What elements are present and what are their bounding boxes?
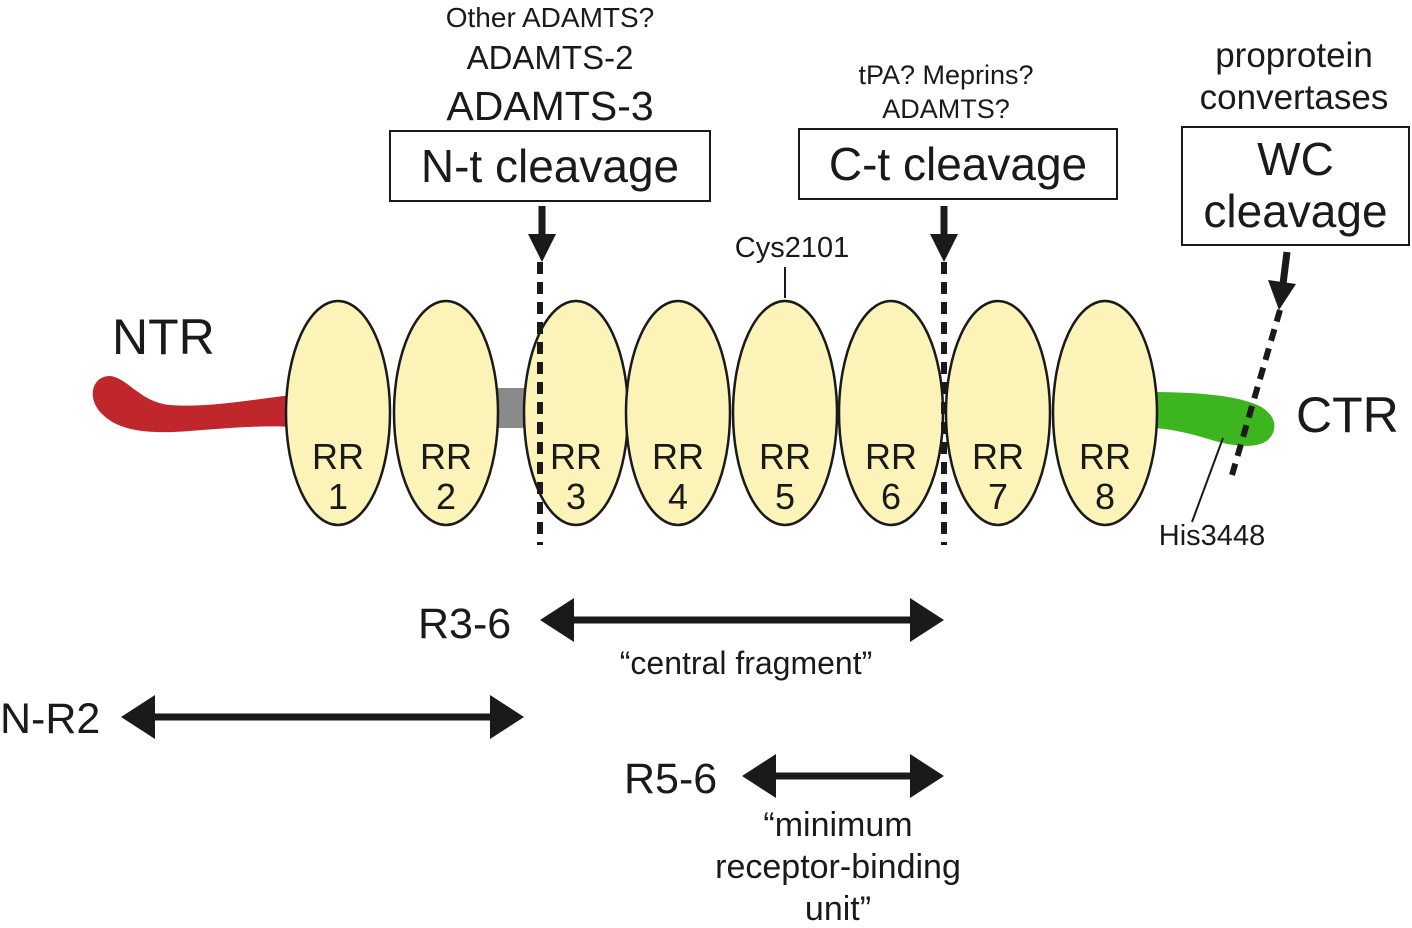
his3448-label: His3448	[1158, 520, 1266, 552]
repeat-label-line1: RR	[312, 436, 364, 477]
repeat-label-number: 6	[880, 475, 902, 517]
r56-label: R5-6	[624, 755, 718, 803]
repeat-label-line1: RR	[550, 436, 602, 477]
r56-note-line3: unit”	[804, 890, 872, 928]
wc-arrow	[1268, 251, 1296, 310]
r56-note-line2: receptor-binding	[715, 848, 961, 886]
ctr-domain	[1150, 392, 1275, 446]
wc-cleavage-line2: cleavage	[1203, 185, 1388, 237]
repeat-ellipse-1	[284, 299, 392, 527]
repeat-label-line1: RR	[759, 436, 811, 477]
repeat-label-number: 2	[435, 475, 457, 517]
repeat-ellipse-5	[731, 299, 839, 527]
repeat-label-number: 7	[987, 475, 1009, 517]
wc-cleavage-line1: WC	[1257, 133, 1334, 186]
wc-enzyme-2: convertases	[1199, 78, 1389, 117]
nterm-enzyme-3: ADAMTS-3	[446, 83, 654, 129]
repeat-label-line1: RR	[972, 436, 1024, 477]
ntr-label: NTR	[112, 309, 215, 365]
repeat-label-line1: RR	[652, 436, 704, 477]
repeat-ellipse-8	[1051, 299, 1159, 527]
repeat-ellipse-4	[624, 299, 732, 527]
r36-arrow	[540, 598, 944, 642]
wc-enzyme-1: proprotein	[1215, 36, 1373, 75]
ntr-domain	[92, 376, 292, 433]
r36-note: “central fragment”	[619, 645, 873, 681]
r56-note-line1: “minimum	[763, 806, 913, 844]
wc-cleavage-box: WC cleavage	[1181, 126, 1410, 246]
repeat-label-number: 1	[327, 475, 349, 517]
cterm-cleavage-box: C-t cleavage	[798, 128, 1118, 200]
repeat-label-number: 3	[565, 475, 587, 517]
nterm-cleavage-box: N-t cleavage	[389, 130, 711, 202]
repeat-label-number: 8	[1094, 475, 1116, 517]
repeat-label-line1: RR	[865, 436, 917, 477]
nterm-arrow	[528, 206, 556, 262]
cterm-cleavage-label: C-t cleavage	[828, 138, 1088, 190]
nr2-arrow	[121, 695, 524, 739]
nterm-enzyme-2: ADAMTS-2	[466, 39, 634, 76]
repeat-label-number: 4	[667, 475, 689, 517]
r56-arrow	[742, 754, 944, 798]
nterm-cleavage-label: N-t cleavage	[420, 140, 680, 192]
his-tick	[1191, 437, 1224, 523]
cys2101-label: Cys2101	[734, 232, 850, 264]
wc-cleavage-line	[1229, 309, 1283, 476]
nterm-enzyme-1: Other ADAMTS?	[445, 2, 655, 33]
cterm-arrow	[930, 206, 958, 262]
repeat-label-number: 5	[774, 475, 796, 517]
repeat-ellipse-2	[392, 299, 500, 527]
cterm-enzyme-1: tPA? Meprins?	[858, 60, 1034, 90]
ctr-label: CTR	[1296, 387, 1399, 443]
r36-label: R3-6	[418, 600, 512, 648]
cterm-enzyme-2: ADAMTS?	[882, 94, 1010, 124]
repeat-label-line1: RR	[420, 436, 472, 477]
repeat-label-line1: RR	[1079, 436, 1131, 477]
nr2-label: N-R2	[0, 695, 101, 743]
